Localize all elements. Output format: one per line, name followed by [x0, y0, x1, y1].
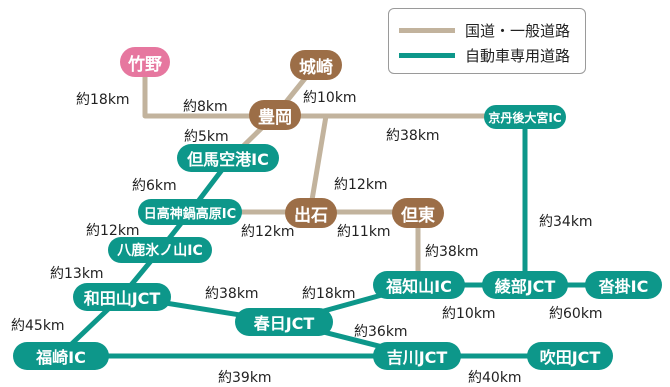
node-kutsukake-ic: 沓掛IC — [585, 271, 662, 299]
distance-label: 約5km — [184, 129, 229, 145]
distance-label: 約18km — [302, 286, 356, 302]
node-kinosaki: 城崎 — [290, 50, 342, 80]
node-fukusaki-ic: 福崎IC — [13, 342, 109, 370]
expressway-airport-wadayama — [119, 155, 234, 299]
road-takeno-toyooka — [142, 60, 277, 119]
distance-label: 約60km — [549, 306, 603, 322]
distance-label: 約38km — [425, 244, 479, 260]
node-takeno: 竹野 — [120, 47, 170, 77]
node-izushi: 出石 — [285, 198, 337, 228]
legend-expressway-label: 自動車専用道路 — [465, 46, 571, 65]
distance-label: 約18km — [76, 92, 130, 108]
legend-general-road: 国道・一般道路 — [399, 20, 570, 40]
legend: 国道・一般道路 自動車専用道路 — [388, 8, 586, 74]
node-yoka-hyonosen-ic: 八鹿氷ノ山IC — [108, 237, 212, 263]
distance-label: 約8km — [183, 99, 228, 115]
node-fukuchiyama-ic: 福知山IC — [373, 271, 465, 299]
distance-label: 約45km — [11, 318, 65, 334]
expressway-swatch — [399, 52, 455, 58]
distance-label: 約38km — [205, 286, 259, 302]
node-hidaka-kannabe-kogen-ic: 日高神鍋高原IC — [138, 199, 242, 225]
node-yokawa-jct: 吉川JCT — [373, 342, 461, 370]
node-tajima-airport-ic: 但馬空港IC — [177, 144, 279, 172]
node-suita-jct: 吹田JCT — [527, 342, 613, 370]
distance-label: 約10km — [303, 90, 357, 106]
distance-label: 約39km — [218, 370, 272, 386]
legend-general-road-label: 国道・一般道路 — [465, 21, 571, 40]
node-wadayama-jct: 和田山JCT — [73, 283, 171, 311]
distance-label: 約6km — [132, 178, 177, 194]
distance-label: 約12km — [241, 224, 295, 240]
distance-label: 約34km — [539, 214, 593, 230]
node-toyooka: 豊岡 — [249, 100, 301, 130]
distance-label: 約10km — [442, 306, 496, 322]
distance-label: 約11km — [337, 224, 391, 240]
general-road-swatch — [399, 27, 455, 33]
distance-label: 約12km — [86, 223, 140, 239]
node-kyotango-omiya-ic: 京丹後大宮IC — [484, 105, 566, 129]
legend-expressway: 自動車専用道路 — [399, 45, 570, 65]
node-kasuga-jct: 春日JCT — [235, 308, 333, 336]
distance-label: 約40km — [468, 370, 522, 386]
road-toyooka-izushi — [307, 113, 329, 215]
node-tanto: 但東 — [392, 198, 444, 228]
distance-label: 約38km — [386, 128, 440, 144]
node-ayabe-jct: 綾部JCT — [482, 271, 568, 299]
distance-label: 約12km — [334, 177, 388, 193]
distance-label: 約13km — [50, 266, 104, 282]
distance-label: 約36km — [354, 324, 408, 340]
